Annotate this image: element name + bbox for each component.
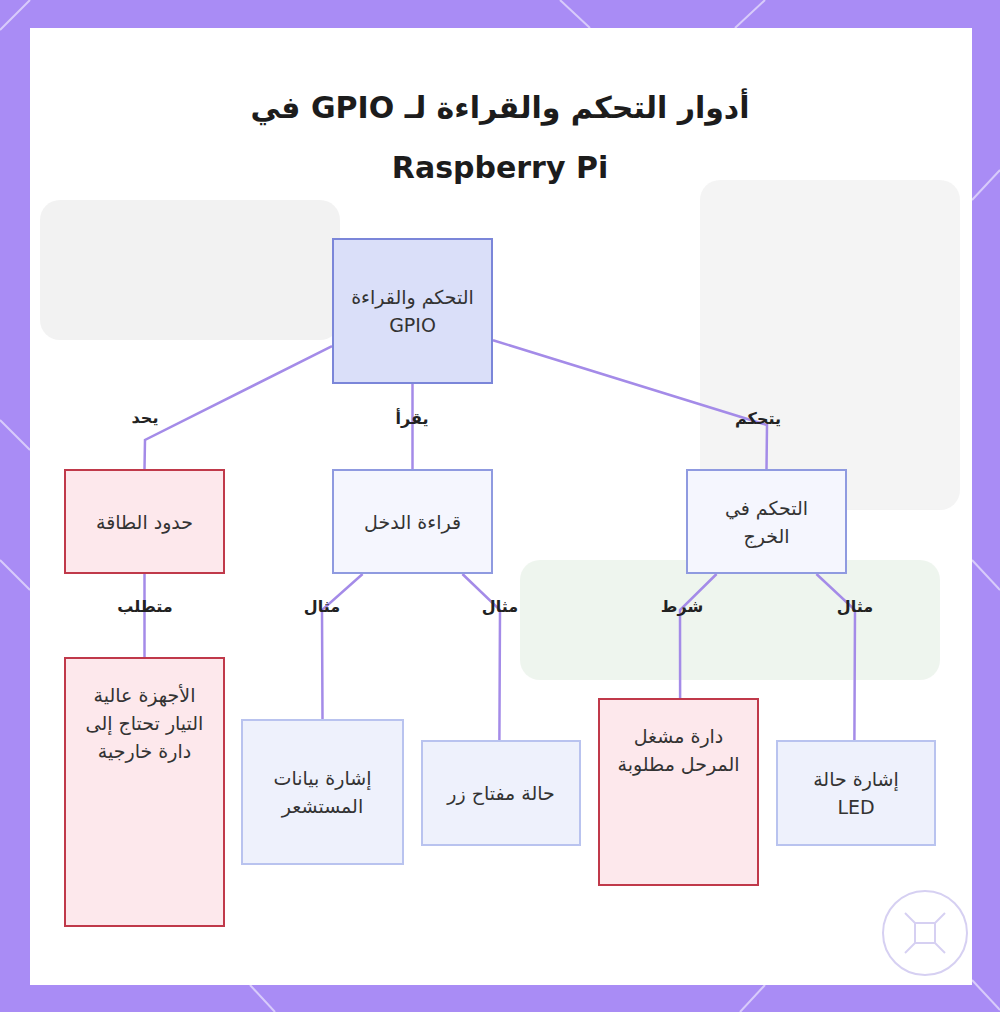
- background-watermark: [40, 180, 960, 680]
- example-box: إشارة حالة LED: [776, 740, 936, 846]
- logo-line: [935, 943, 945, 953]
- node-text: حالة مفتاح زر: [447, 779, 555, 807]
- frame-diagonal: [0, 0, 30, 30]
- edge-label: يحد: [132, 408, 159, 427]
- watermark-shape: [520, 560, 940, 680]
- frame-diagonal: [972, 170, 1000, 200]
- frame-diagonal: [735, 0, 765, 28]
- connector-line: [143, 574, 146, 657]
- watermark-shape: [40, 200, 340, 340]
- category-box: التحكم في الخرج: [686, 469, 847, 574]
- edge-label: شرط: [661, 597, 703, 616]
- node-text: التحكم والقراءة GPIO: [348, 283, 477, 339]
- logo-line: [905, 913, 915, 923]
- frame-diagonal: [0, 420, 30, 450]
- frame-diagonal: [972, 980, 1000, 1010]
- node-text: قراءة الدخل: [364, 508, 461, 536]
- node-text: دارة مشغل المرحل مطلوبة: [614, 722, 743, 778]
- node-text: التحكم في الخرج: [702, 494, 831, 550]
- node-text: إشارة حالة LED: [792, 765, 920, 821]
- edge-label: مثال: [304, 597, 340, 616]
- logo-line: [935, 913, 945, 923]
- requirement-box: الأجهزة عالية التيار تحتاج إلى دارة خارج…: [64, 657, 225, 927]
- logo-line: [905, 943, 915, 953]
- corner-logo: [883, 891, 967, 975]
- frame-diagonal: [560, 0, 590, 28]
- logo-circle: [883, 891, 967, 975]
- example-box: حالة مفتاح زر: [421, 740, 581, 846]
- edge-label: يتحكم: [735, 409, 781, 428]
- node-text: الأجهزة عالية التيار تحتاج إلى دارة خارج…: [80, 681, 209, 765]
- root-box: التحكم والقراءة GPIO: [332, 238, 493, 384]
- watermark-shape: [700, 180, 960, 510]
- frame-diagonal: [740, 985, 765, 1012]
- frame-diagonal: [250, 985, 275, 1012]
- frame-diagonal: [0, 560, 30, 590]
- logo-square: [915, 923, 935, 943]
- connector-line: [322, 574, 363, 719]
- frame-diagonal: [972, 560, 1000, 590]
- connector-line: [145, 346, 333, 469]
- connector-line: [493, 340, 767, 469]
- node-text: حدود الطاقة: [96, 508, 193, 536]
- edge-label: متطلب: [117, 597, 173, 616]
- example-box: إشارة بيانات المستشعر: [241, 719, 404, 865]
- category-box: قراءة الدخل: [332, 469, 493, 574]
- warning-box: حدود الطاقة: [64, 469, 225, 574]
- diagram-title: أدوار التحكم والقراءة لـ GPIO في Raspber…: [250, 78, 750, 198]
- edge-label: مثال: [482, 597, 518, 616]
- canvas-area: [30, 28, 972, 985]
- condition-box: دارة مشغل المرحل مطلوبة: [598, 698, 759, 886]
- edge-label: يقرأ: [396, 409, 429, 428]
- connector-line: [680, 574, 717, 698]
- edge-label: مثال: [837, 597, 873, 616]
- node-text: إشارة بيانات المستشعر: [257, 764, 388, 820]
